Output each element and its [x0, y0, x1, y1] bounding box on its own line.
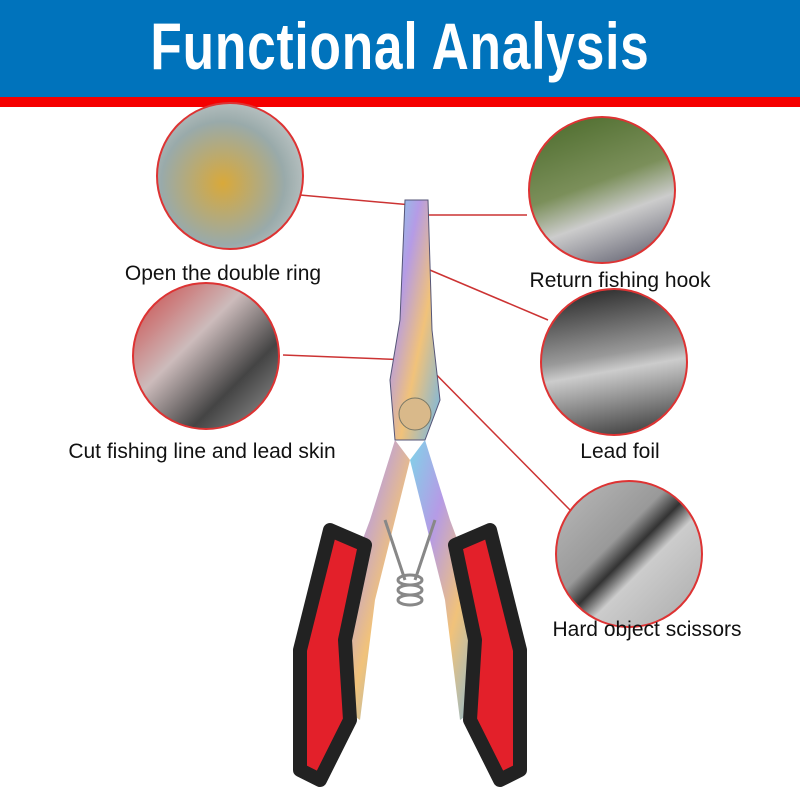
feature-label: Hard object scissors	[552, 618, 742, 641]
feature-label: Lead foil	[580, 440, 660, 463]
page-title: Functional Analysis	[150, 9, 650, 83]
photo-lead-foil	[540, 288, 688, 436]
left-grip	[293, 523, 372, 787]
feature-label: Cut fishing line and lead skin	[68, 440, 336, 463]
photo-return-fishing-hook	[528, 116, 676, 264]
photo-cut-fishing-line	[132, 282, 280, 430]
photo-hard-object-scissors	[555, 480, 703, 628]
right-grip	[448, 523, 527, 787]
header-banner	[0, 0, 800, 97]
pivot-screw	[398, 397, 432, 431]
spring	[383, 519, 437, 607]
feature-label: Return fishing hook	[529, 269, 711, 292]
feature-label: Open the double ring	[124, 262, 322, 285]
photo-open-double-ring	[156, 102, 304, 250]
callout-lines	[282, 194, 571, 511]
header-stripe	[0, 97, 800, 107]
